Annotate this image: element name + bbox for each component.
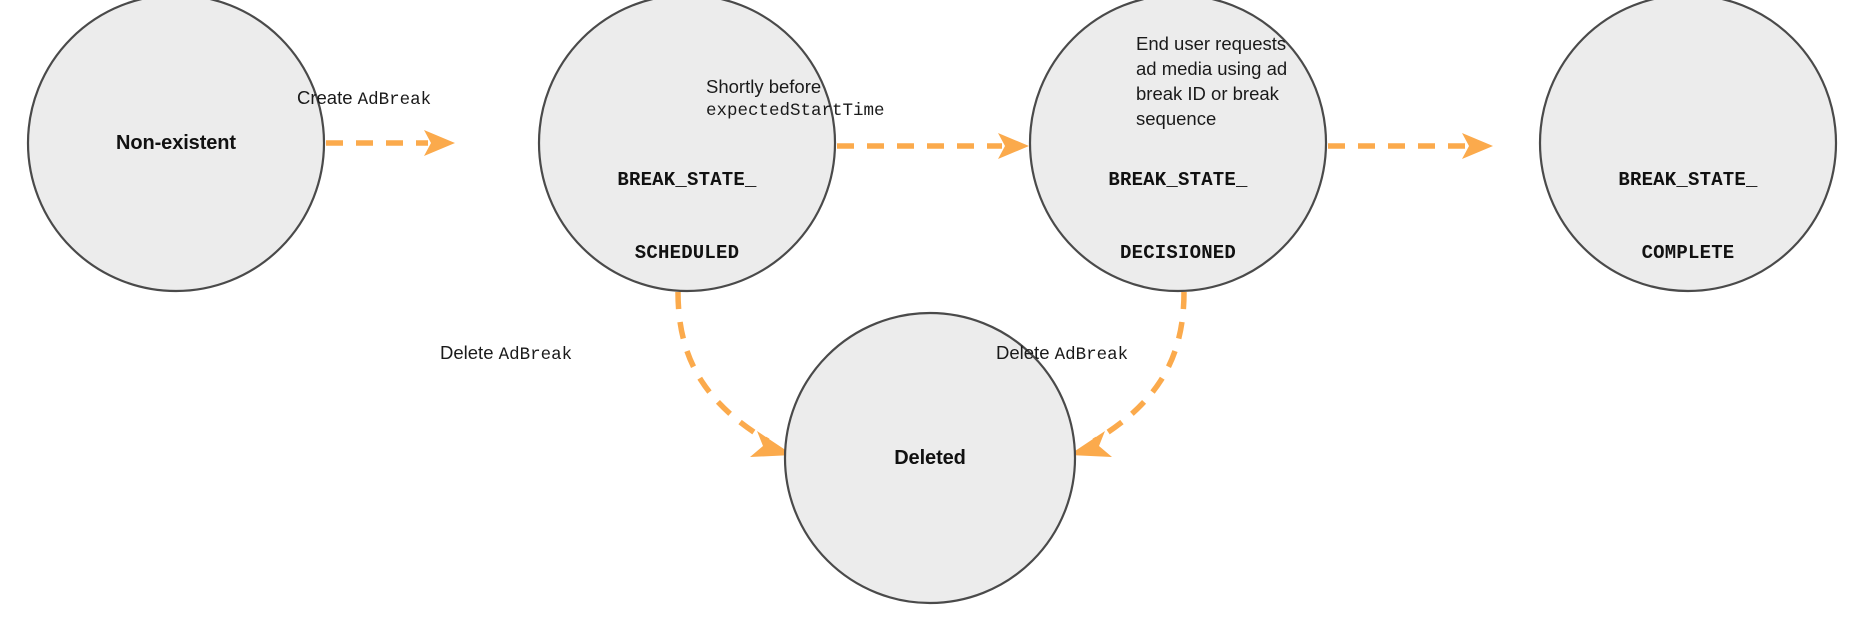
edge-create-adbreak[interactable] [326,130,455,156]
edge-shortly-before-expectedstarttime[interactable] [837,133,1029,159]
edge-delete-from-decisioned-line [1092,291,1187,444]
edge-create-adbreak-arrowhead [424,130,455,156]
edge-delete-from-scheduled-line [675,291,770,444]
edge-end-user-requests-ad-media[interactable] [1328,133,1493,159]
node-deleted[interactable] [783,311,1077,605]
node-break-state-scheduled[interactable] [537,0,837,293]
edge-delete-from-decisioned-arrowhead [1069,431,1112,457]
edge-end-user-requests-arrowhead [1462,133,1493,159]
node-non-existent[interactable] [26,0,326,293]
edge-delete-adbreak-from-decisioned[interactable] [1069,291,1187,457]
node-break-state-complete[interactable] [1538,0,1838,293]
edge-delete-from-scheduled-arrowhead [750,431,793,457]
node-break-state-decisioned[interactable] [1028,0,1328,293]
edge-delete-adbreak-from-scheduled[interactable] [675,291,793,457]
nodes-group [26,0,1838,605]
edges-group [326,130,1493,457]
edge-shortly-before-arrowhead [998,133,1029,159]
